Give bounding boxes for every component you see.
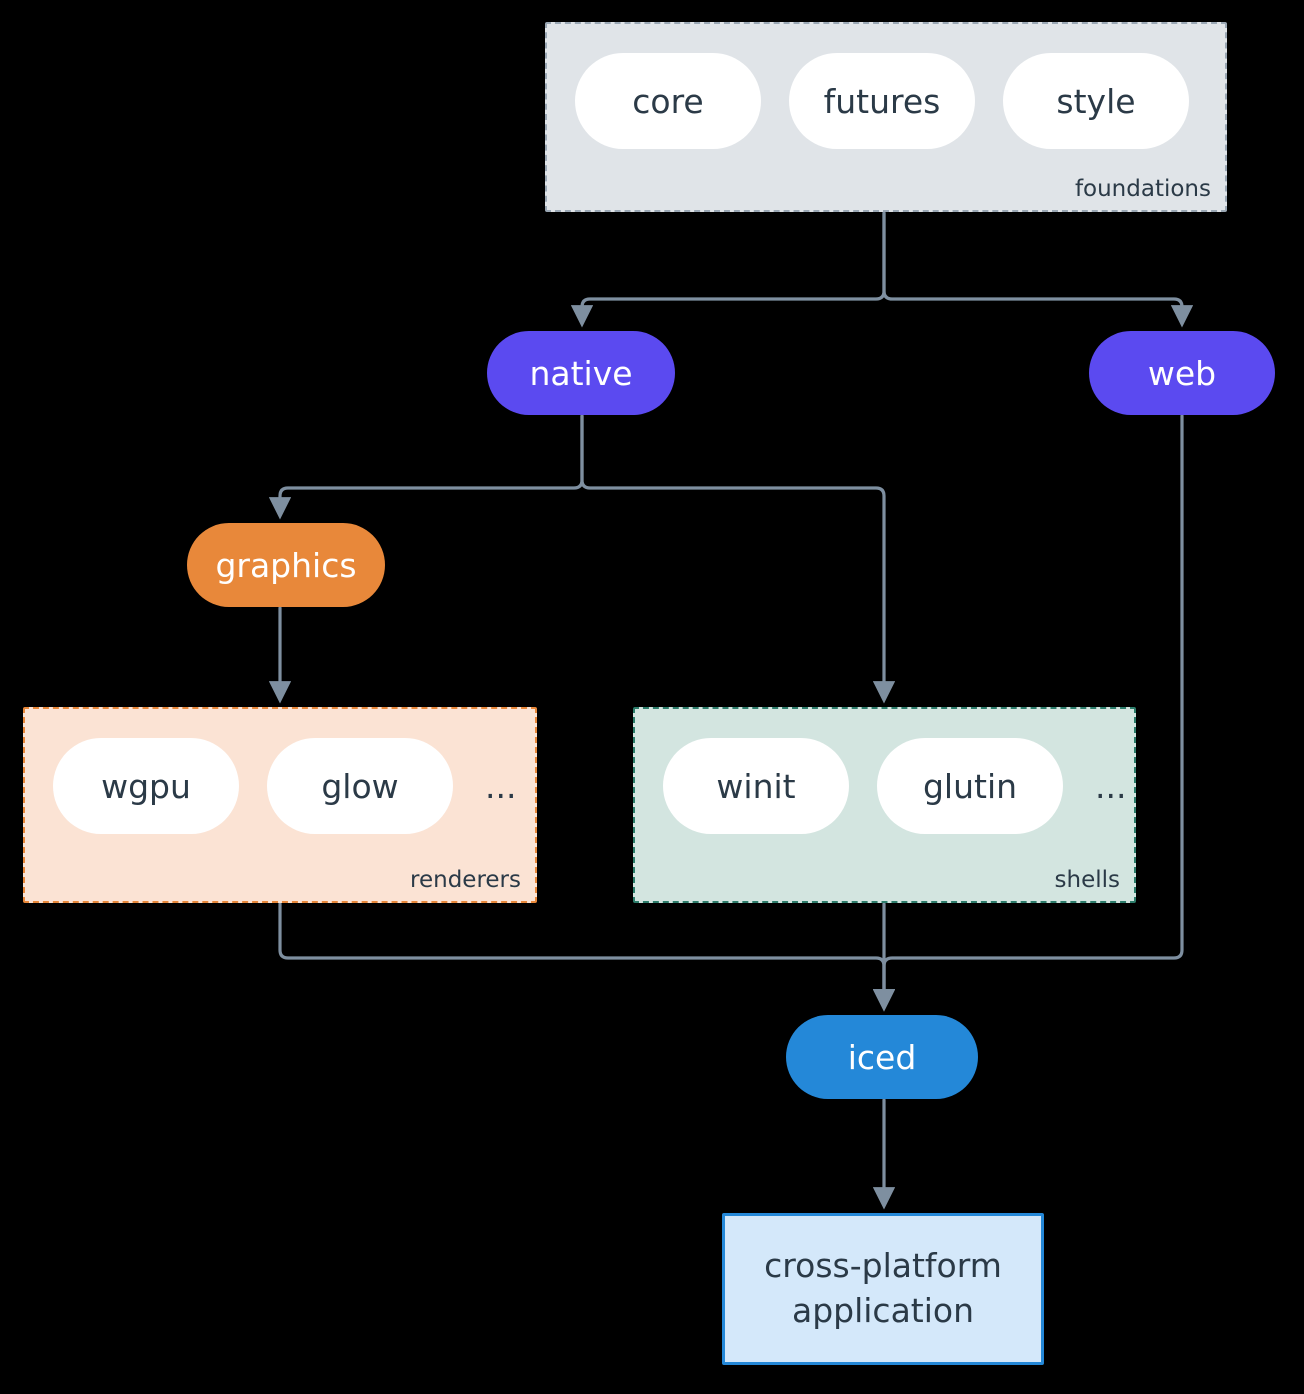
subgraph-shells: winit glutin ... shells — [633, 707, 1136, 903]
edge-native-shells — [580, 414, 896, 704]
node-glutin[interactable]: glutin — [877, 738, 1063, 834]
edge-foundations-web — [882, 211, 1194, 328]
node-glow[interactable]: glow — [267, 738, 453, 834]
renderers-node-row: wgpu glow ... — [25, 709, 516, 834]
subgraph-label-shells: shells — [1054, 867, 1120, 893]
node-wgpu[interactable]: wgpu — [53, 738, 239, 834]
edge-renderers-iced — [278, 902, 896, 1012]
subgraph-label-renderers: renderers — [410, 867, 521, 893]
node-core[interactable]: core — [575, 53, 761, 149]
edge-foundations-native — [570, 211, 886, 328]
node-style[interactable]: style — [1003, 53, 1189, 149]
edge-native-graphics — [268, 414, 584, 520]
subgraph-renderers: wgpu glow ... renderers — [23, 707, 537, 903]
node-web[interactable]: web — [1089, 331, 1275, 415]
application-line-1: cross-platform — [764, 1246, 1002, 1286]
node-winit[interactable]: winit — [663, 738, 849, 834]
node-native[interactable]: native — [487, 331, 675, 415]
foundations-node-row: core futures style — [547, 24, 1189, 149]
node-futures[interactable]: futures — [789, 53, 975, 149]
node-graphics[interactable]: graphics — [187, 523, 385, 607]
application-line-2: application — [791, 1291, 975, 1330]
subgraph-foundations: core futures style foundations — [545, 22, 1227, 212]
node-cross-platform-application[interactable]: cross-platform application — [722, 1213, 1044, 1365]
renderers-more-indicator: ... — [485, 766, 517, 806]
subgraph-label-foundations: foundations — [1074, 176, 1211, 202]
shells-node-row: winit glutin ... — [635, 709, 1126, 834]
shells-more-indicator: ... — [1095, 766, 1127, 806]
node-iced[interactable]: iced — [786, 1015, 978, 1099]
